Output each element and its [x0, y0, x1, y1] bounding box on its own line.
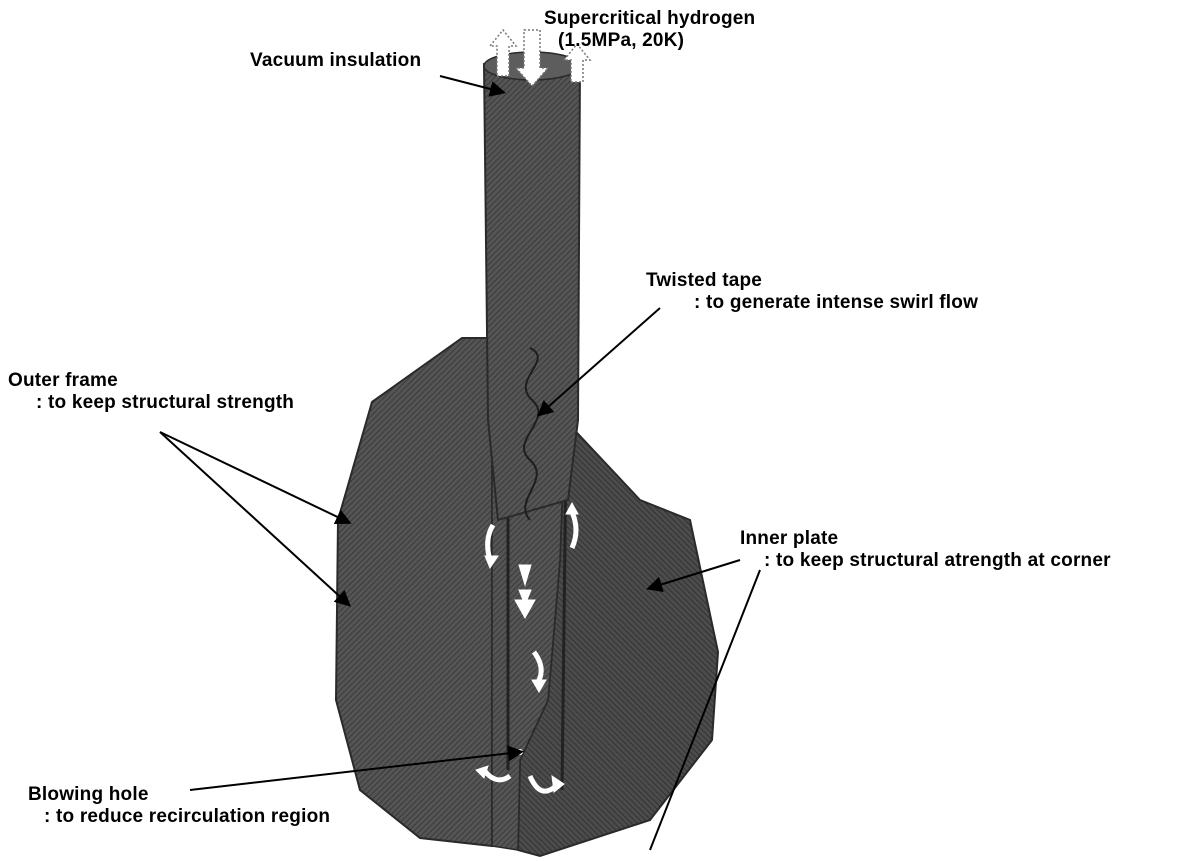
outer-line2: : to keep structural strength: [8, 392, 294, 414]
label-vacuum-insulation: Vacuum insulation: [250, 50, 421, 72]
inner-line1: Inner plate: [740, 528, 1111, 550]
blowing-line1: Blowing hole: [28, 784, 330, 806]
twisted-line2: : to generate intense swirl flow: [646, 292, 978, 314]
twisted-line1: Twisted tape: [646, 270, 978, 292]
label-supercritical-hydrogen: Supercritical hydrogen (1.5MPa, 20K): [544, 8, 755, 52]
inner-line2: : to keep structural atrength at corner: [740, 550, 1111, 572]
label-outer-frame: Outer frame : to keep structural strengt…: [8, 370, 294, 414]
label-blowing-hole: Blowing hole : to reduce recirculation r…: [28, 784, 330, 828]
outer-line1: Outer frame: [8, 370, 294, 392]
blowing-line2: : to reduce recirculation region: [28, 806, 330, 828]
supercritical-line2: (1.5MPa, 20K): [544, 30, 755, 52]
supercritical-line1: Supercritical hydrogen: [544, 8, 755, 30]
supply-pipe: [484, 56, 580, 520]
label-twisted-tape: Twisted tape : to generate intense swirl…: [646, 270, 978, 314]
label-inner-plate: Inner plate : to keep structural atrengt…: [740, 528, 1111, 572]
